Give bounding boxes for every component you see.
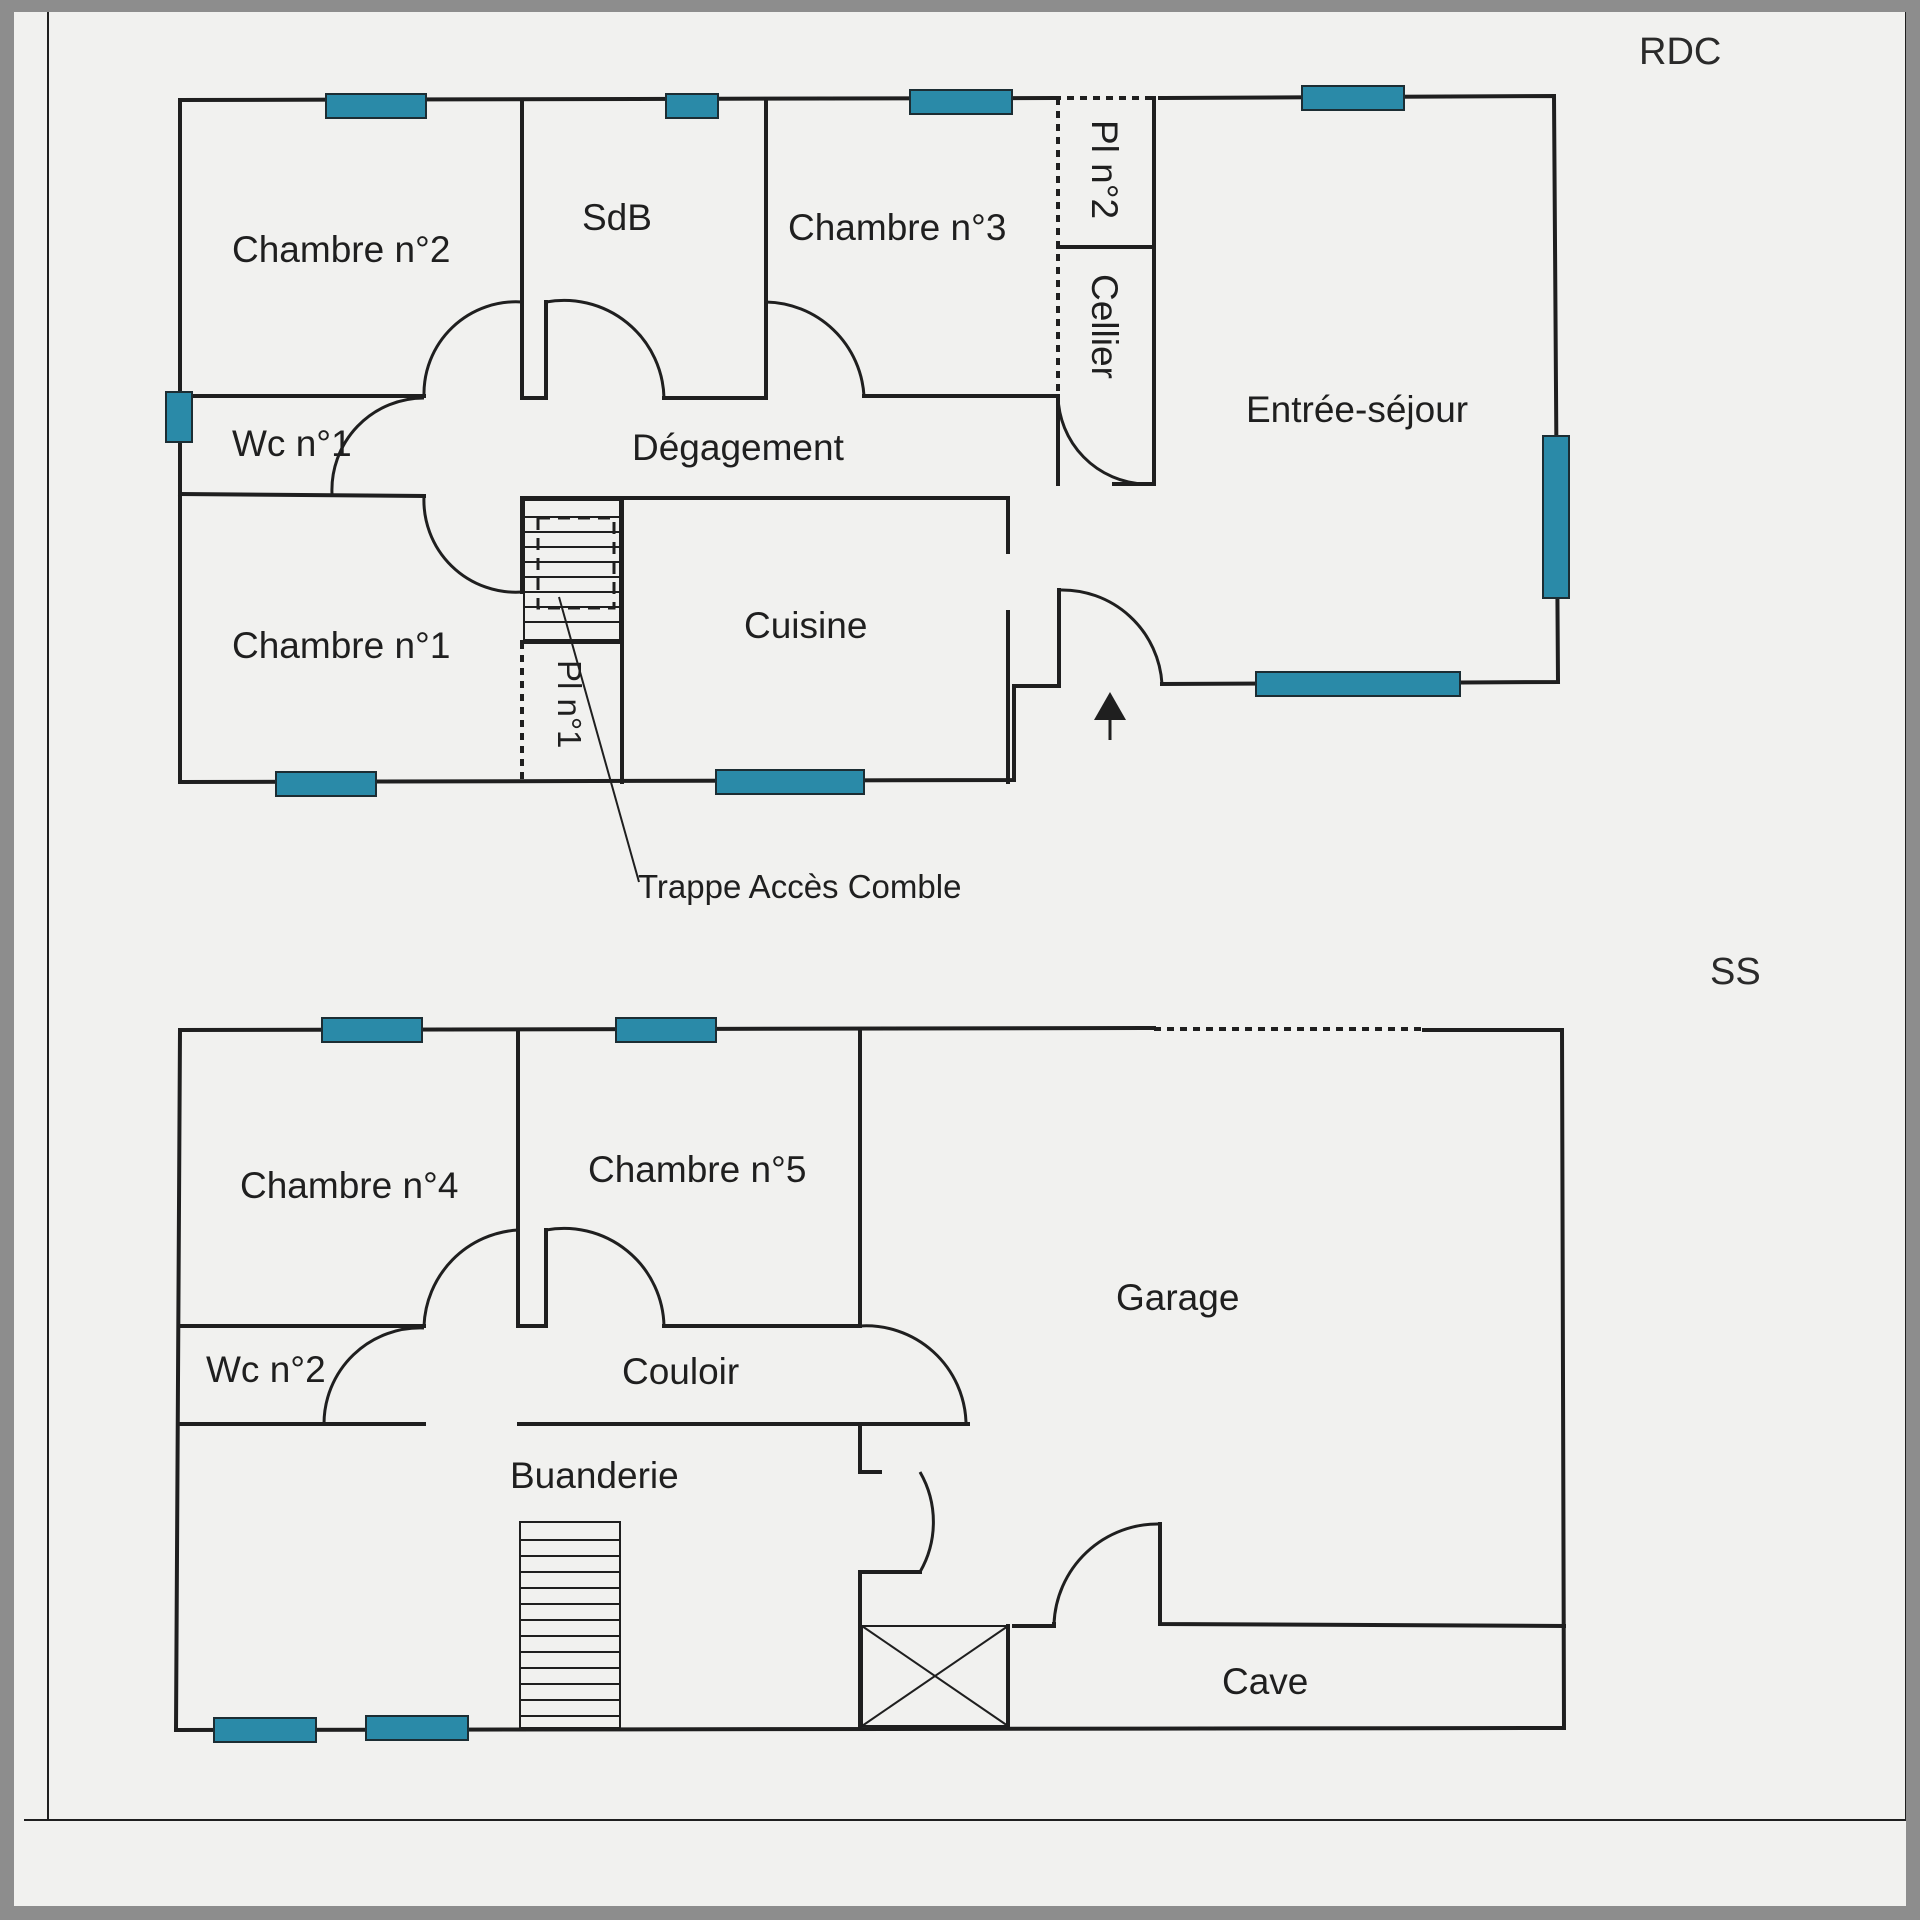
room-label-couloir: Couloir: [622, 1351, 739, 1392]
ss-plan: SS: [173, 951, 1761, 1743]
room-label-chambre4: Chambre n°4: [240, 1165, 458, 1206]
door-cellier: [1056, 395, 1145, 486]
window-chambre4: [321, 1017, 423, 1043]
door-garage-couloir: [859, 1324, 968, 1423]
door-chambre2: [422, 300, 523, 397]
attic-hatch-label: Trappe Accès Comble: [638, 868, 961, 905]
room-label-garage: Garage: [1116, 1277, 1239, 1318]
level-tag-rdc: RDC: [1639, 31, 1721, 73]
window-sdb: [665, 93, 719, 119]
rdc-wall-cuisine-north: [620, 496, 1010, 554]
door-wc2: [322, 1326, 425, 1425]
door-sdb: [545, 298, 666, 399]
room-label-placard1: Pl n°1: [551, 660, 588, 748]
floor-plan-sheet: RDC: [14, 12, 1906, 1906]
door-cave: [1052, 1522, 1161, 1625]
room-label-buanderie: Buanderie: [510, 1455, 679, 1496]
level-tag-ss: SS: [1710, 951, 1761, 993]
floor-plan-drawing: RDC: [24, 12, 1906, 1821]
door-chambre4: [422, 1228, 519, 1327]
door-chambre1: [422, 495, 523, 594]
window-buanderie-1: [213, 1717, 317, 1743]
ss-staircase: [519, 1521, 621, 1729]
ss-wall-cave-north: [1158, 1522, 1567, 1629]
window-cuisine: [715, 769, 865, 795]
room-label-wc2: Wc n°2: [206, 1349, 326, 1390]
attic-hatch-outline: [536, 516, 616, 610]
door-wc1: [330, 396, 425, 495]
rdc-wall-wc1-south: [177, 491, 427, 499]
room-label-sdb: SdB: [582, 197, 652, 238]
room-label-cave: Cave: [1222, 1661, 1308, 1702]
room-label-degagement: Dégagement: [632, 427, 845, 468]
window-chambre3: [909, 89, 1013, 115]
rdc-wall-sdb-ch3: [662, 98, 768, 400]
door-chambre3: [765, 300, 866, 397]
door-garage-buanderie: [918, 1471, 935, 1573]
door-entrance: [1058, 588, 1164, 685]
ss-wall-ch4-ch5: [516, 1028, 548, 1328]
room-label-chambre5: Chambre n°5: [588, 1149, 806, 1190]
door-chambre5: [545, 1226, 666, 1327]
room-label-entree-sejour: Entrée-séjour: [1246, 389, 1468, 430]
room-label-cuisine: Cuisine: [744, 605, 867, 646]
entrance-arrow-icon: [1094, 692, 1126, 740]
window-chambre1: [275, 771, 377, 797]
window-chambre2: [325, 93, 427, 119]
window-sejour-north: [1301, 85, 1405, 111]
room-label-placard2: Pl n°2: [1084, 120, 1125, 219]
attic-hatch-leader-line: [558, 596, 640, 883]
window-wc1: [165, 391, 193, 443]
rdc-plan: RDC: [165, 31, 1721, 905]
window-sejour-south: [1255, 671, 1461, 697]
ss-shaft-cross: [861, 1625, 1009, 1727]
room-label-chambre3: Chambre n°3: [788, 207, 1006, 248]
rdc-wall-ch2-sdb: [520, 98, 548, 400]
ss-wall-cave-west: [1012, 1622, 1056, 1628]
room-label-cellier: Cellier: [1084, 274, 1125, 379]
window-sejour-east: [1542, 435, 1570, 599]
room-label-chambre2: Chambre n°2: [232, 229, 450, 270]
room-label-chambre1: Chambre n°1: [232, 625, 450, 666]
window-buanderie-2: [365, 1715, 469, 1741]
room-label-wc1: Wc n°1: [232, 423, 352, 464]
window-chambre5: [615, 1017, 717, 1043]
